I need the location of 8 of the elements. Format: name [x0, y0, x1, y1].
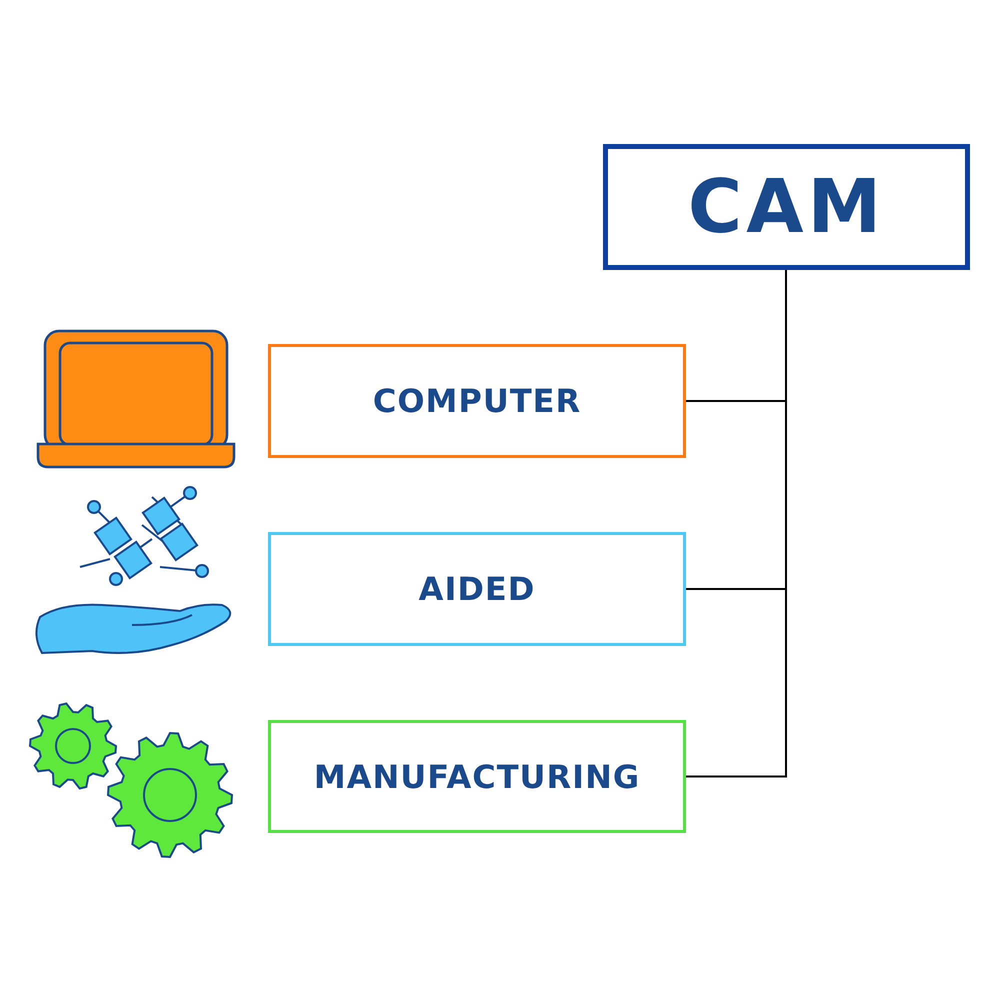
box-label: COMPUTER — [372, 382, 582, 420]
box-label: MANUFACTURING — [314, 758, 640, 796]
box-label: AIDED — [418, 570, 536, 608]
label-box — [268, 344, 686, 458]
label-box — [268, 532, 686, 646]
label-box — [268, 720, 686, 833]
label-box — [603, 144, 970, 270]
box-label: CAM — [688, 164, 886, 250]
